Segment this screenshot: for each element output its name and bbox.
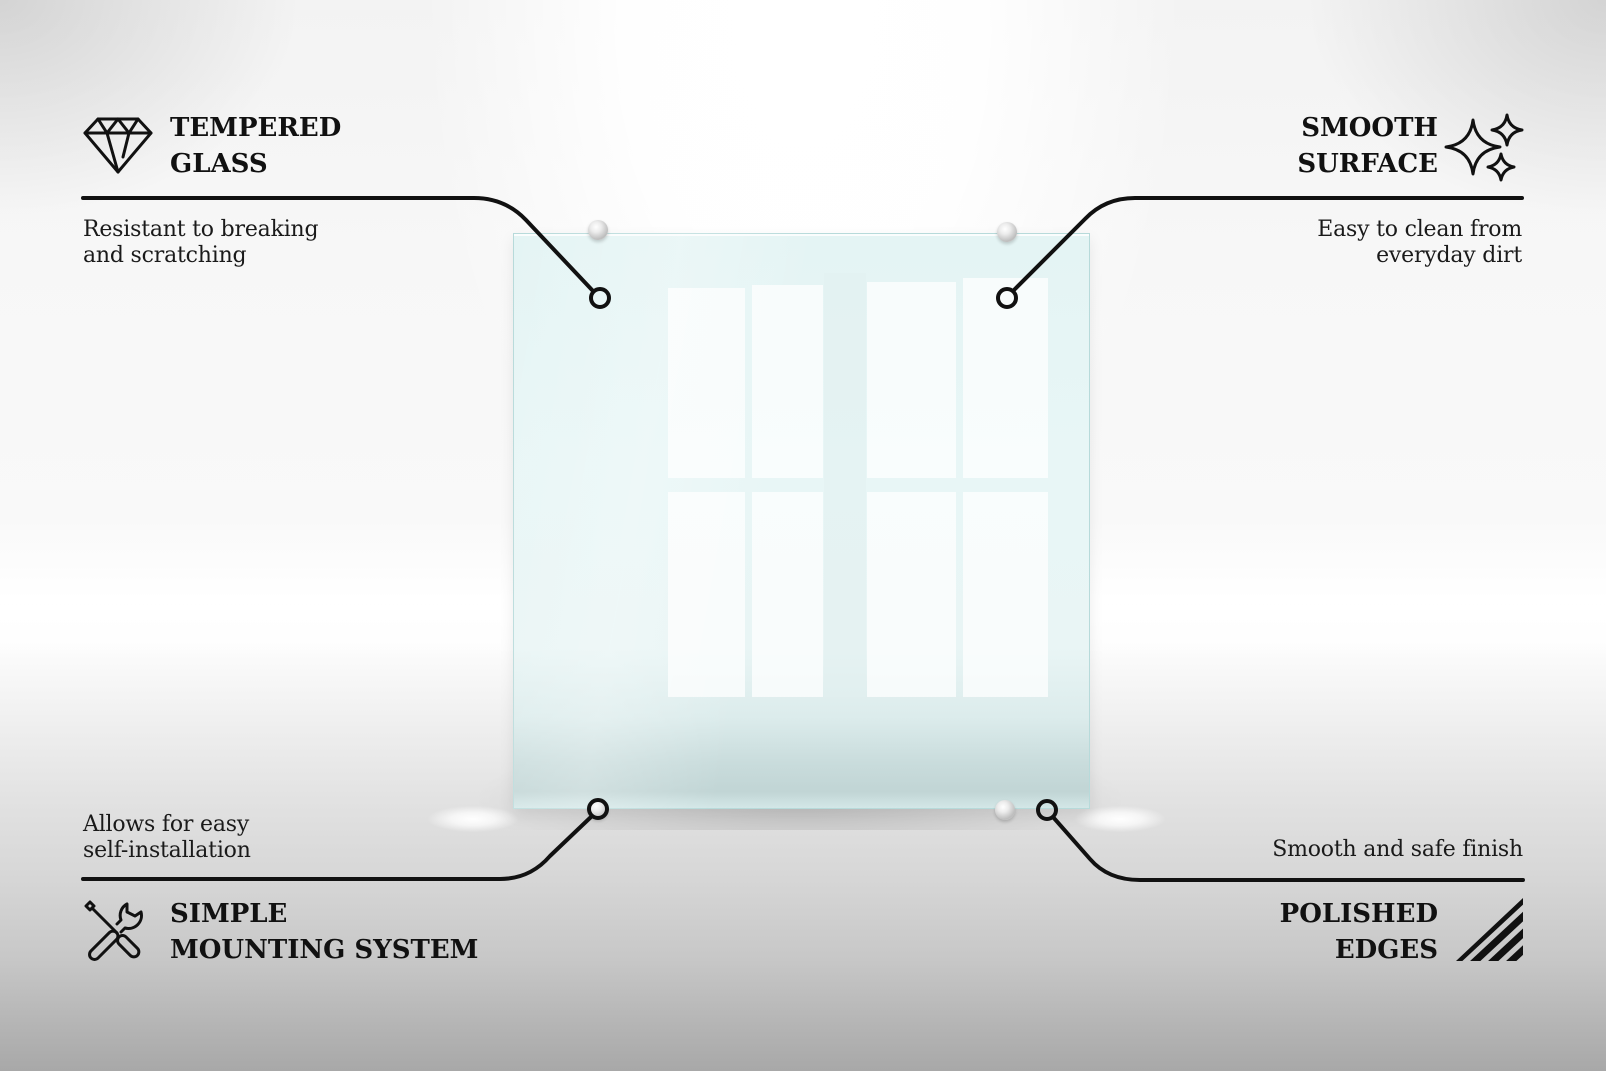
feature-description-line: Easy to clean from [1317,217,1522,242]
feature-description-tempered-glass: Resistant to breaking and scratching [83,217,319,269]
tools-icon [84,900,143,961]
feature-description-simple-mounting: Allows for easy self-installation [83,812,251,864]
window-reflection-pane [752,285,823,478]
feature-title-line: TEMPERED [170,113,342,143]
feature-description-line: everyday dirt [1376,243,1522,268]
feature-description-polished-edges: Smooth and safe finish [1272,837,1523,863]
feature-description-line: Smooth and safe finish [1272,837,1523,862]
diagonal-stripes-icon [1456,898,1523,961]
sparkles-icon [1444,113,1524,182]
feature-description-line: and scratching [83,243,247,268]
callout-point-tempered-glass [589,287,611,309]
mounting-knob-top-left [588,220,608,240]
callout-point-smooth-surface [996,287,1018,309]
feature-title-polished-edges: POLISHED EDGES [1280,896,1438,968]
feature-title-line: SMOOTH [1301,113,1438,143]
window-reflection-pillar [824,273,866,697]
connector-line-smooth-surface [1011,196,1524,293]
window-reflection-pane [867,492,956,697]
feature-title-line: GLASS [170,149,268,179]
glass-panel [513,233,1090,809]
connector-line-tempered-glass [81,196,595,293]
window-reflection-pane [963,278,1048,478]
feature-description-smooth-surface: Easy to clean from everyday dirt [1317,217,1522,269]
window-reflection-pane [867,282,956,478]
feature-title-smooth-surface: SMOOTH SURFACE [1297,110,1438,182]
window-reflection-pane [752,492,823,697]
window-reflection-pane [668,288,745,478]
mounting-knob-top-right [997,222,1017,242]
feature-description-line: Allows for easy [83,812,250,837]
glass-sheen [513,233,1090,809]
connector-line-polished-edges [1051,815,1525,882]
callout-point-polished-edges [1036,799,1058,821]
feature-title-line: MOUNTING SYSTEM [170,935,479,965]
feature-description-line: self-installation [83,838,251,863]
window-reflection-pane [668,492,745,697]
mounting-knob-bottom-right [995,800,1015,820]
connector-line-simple-mounting [81,814,594,881]
window-reflection-pane [963,492,1048,697]
feature-title-line: EDGES [1334,935,1438,965]
diamond-icon [83,117,153,174]
feature-title-line: POLISHED [1279,899,1438,929]
feature-title-line: SIMPLE [170,899,288,929]
light-glare-right [1075,806,1165,832]
feature-title-simple-mounting: SIMPLE MOUNTING SYSTEM [170,896,478,968]
feature-title-tempered-glass: TEMPERED GLASS [170,110,341,182]
light-glare-left [428,806,518,832]
feature-description-line: Resistant to breaking [83,217,319,242]
feature-title-line: SURFACE [1297,149,1438,179]
callout-point-simple-mounting [587,798,609,820]
